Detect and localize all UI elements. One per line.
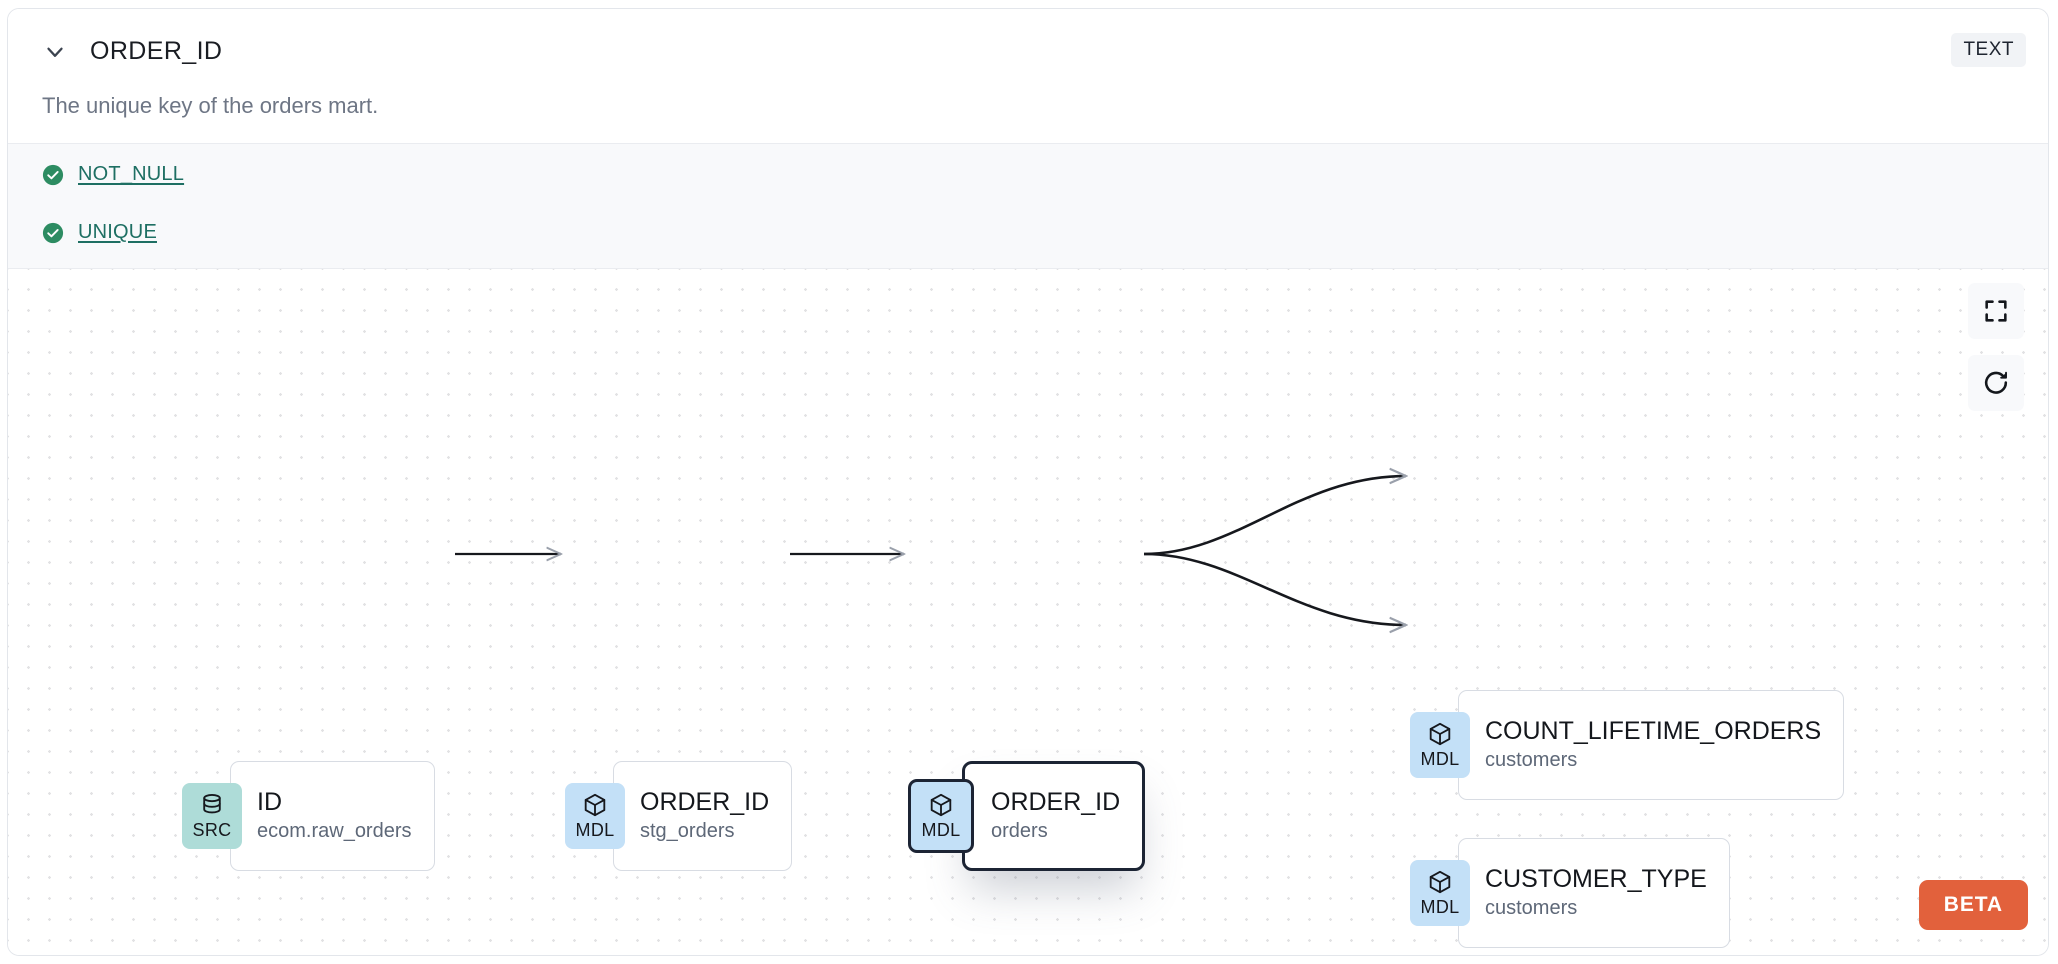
test-row: NOT_NULL (42, 163, 184, 186)
node-badge-label: MDL (921, 819, 961, 840)
data-type-badge: TEXT (1951, 33, 2026, 67)
node-model-name: customers (1485, 897, 1578, 920)
node-column-name: CUSTOMER_TYPE (1485, 864, 1707, 893)
cube-icon (584, 793, 606, 816)
fullscreen-icon (1985, 300, 2007, 322)
check-circle-icon (42, 222, 64, 244)
chevron-down-icon[interactable] (42, 39, 68, 65)
lineage-controls (1968, 283, 2024, 411)
node-body: ID ecom.raw_orders (230, 761, 435, 871)
test-row: UNIQUE (42, 221, 157, 244)
node-type-badge-mdl: MDL (565, 783, 625, 849)
edge-orders-customer-type (1143, 552, 1406, 625)
node-column-name: ORDER_ID (640, 787, 770, 816)
cube-icon (930, 793, 952, 816)
node-model-name: orders (991, 820, 1048, 843)
node-model-name: stg_orders (640, 820, 735, 843)
lineage-node-count-lifetime-orders[interactable]: MDL COUNT_LIFETIME_ORDERS customers (1410, 690, 1845, 800)
node-column-name: ORDER_ID (991, 787, 1121, 816)
node-type-badge-mdl: MDL (908, 779, 974, 853)
node-body: CUSTOMER_TYPE customers (1458, 838, 1730, 948)
node-type-badge-src: SRC (182, 783, 242, 849)
lineage-node-stg-orders[interactable]: MDL ORDER_ID stg_orders (565, 761, 793, 871)
beta-badge[interactable]: BETA (1918, 880, 2028, 930)
node-body: COUNT_LIFETIME_ORDERS customers (1458, 690, 1845, 800)
node-body: ORDER_ID stg_orders (613, 761, 793, 871)
cube-icon (1429, 870, 1451, 893)
tests-section: NOT_NULL UNIQUE (8, 143, 2048, 269)
edge-orders-count (1143, 476, 1406, 556)
node-badge-label: MDL (575, 819, 615, 840)
node-badge-label: MDL (1420, 748, 1460, 769)
node-model-name: ecom.raw_orders (257, 820, 412, 843)
check-circle-icon (42, 164, 64, 186)
lineage-graph-canvas[interactable]: SRC ID ecom.raw_orders MDL ORDER_ID stg_… (8, 269, 2048, 955)
column-description: The unique key of the orders mart. (42, 93, 379, 118)
card-header: ORDER_ID TEXT The unique key of the orde… (8, 9, 2048, 143)
refresh-icon (1984, 371, 2008, 394)
test-link-unique[interactable]: UNIQUE (78, 221, 157, 243)
lineage-node-customer-type[interactable]: MDL CUSTOMER_TYPE customers (1410, 838, 1730, 948)
node-badge-label: SRC (192, 819, 232, 840)
database-icon (203, 793, 221, 813)
cube-icon (1429, 722, 1451, 745)
node-body: ORDER_ID orders (962, 761, 1146, 871)
node-column-name: ID (257, 787, 282, 816)
column-title-row: ORDER_ID (42, 37, 222, 66)
lineage-node-orders-selected[interactable]: MDL ORDER_ID orders (908, 761, 1146, 871)
page-title: ORDER_ID (90, 37, 223, 65)
node-type-badge-mdl: MDL (1410, 712, 1470, 778)
test-link-not-null[interactable]: NOT_NULL (78, 163, 185, 185)
refresh-button[interactable] (1968, 355, 2024, 411)
node-type-badge-mdl: MDL (1410, 860, 1470, 926)
fit-view-button[interactable] (1968, 283, 2024, 339)
lineage-node-src-id[interactable]: SRC ID ecom.raw_orders (182, 761, 435, 871)
node-model-name: customers (1485, 749, 1578, 772)
column-detail-card: ORDER_ID TEXT The unique key of the orde… (7, 8, 2049, 956)
node-badge-label: MDL (1420, 896, 1460, 917)
node-column-name: COUNT_LIFETIME_ORDERS (1485, 716, 1822, 745)
